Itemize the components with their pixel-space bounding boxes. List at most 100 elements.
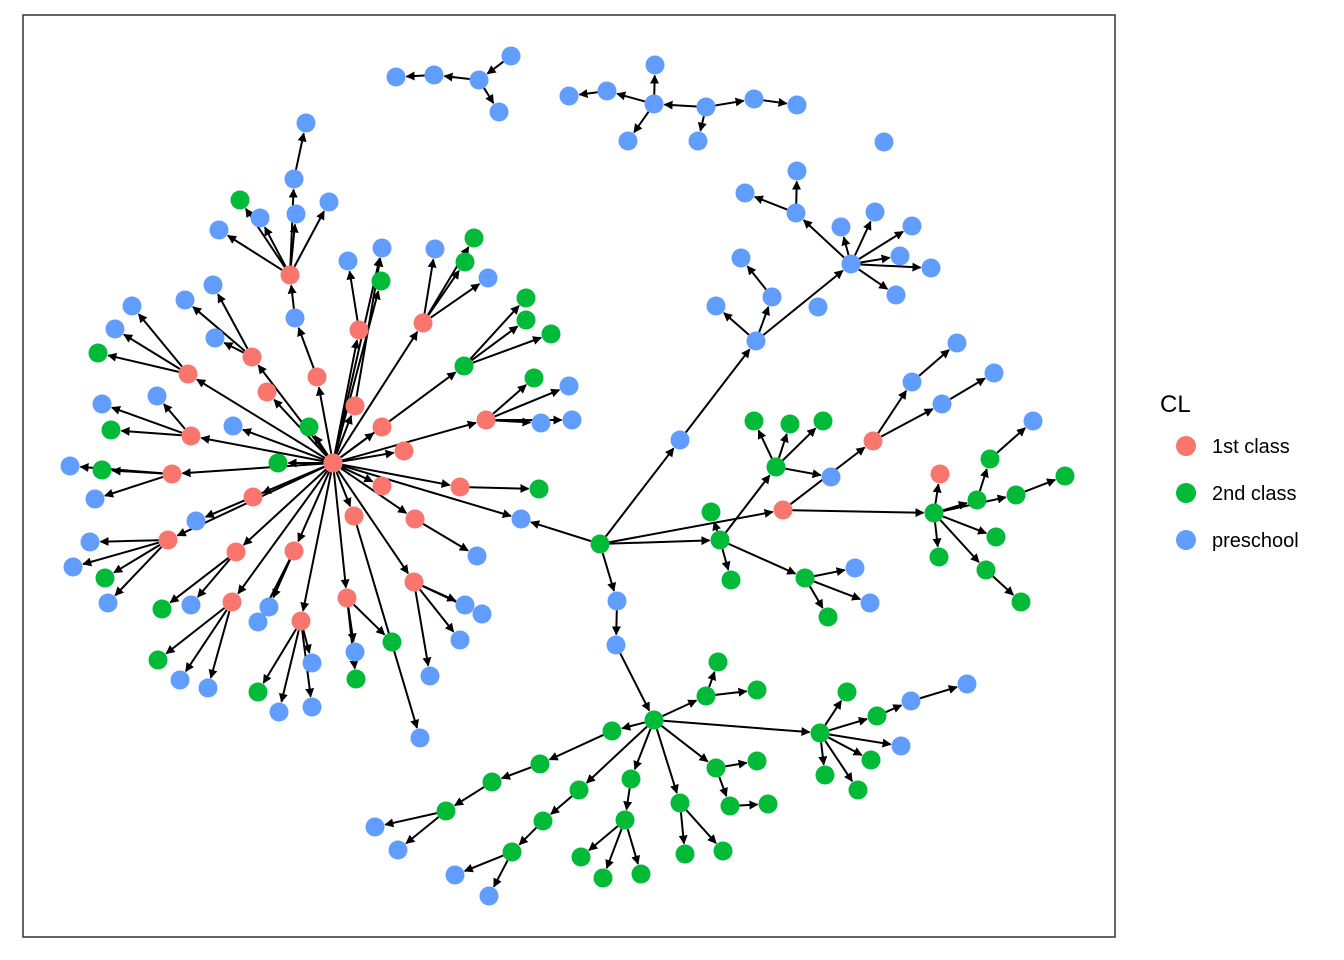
node-preschool — [319, 192, 339, 212]
node-second-class — [101, 420, 121, 440]
edge-arrow — [616, 91, 646, 103]
node-preschool — [501, 46, 521, 66]
node-first-class — [413, 313, 433, 333]
node-second-class — [861, 750, 881, 770]
node-first-class — [222, 592, 242, 612]
edge-arrow — [242, 428, 325, 461]
node-second-class — [482, 772, 502, 792]
edge-arrow — [684, 348, 751, 434]
edge-arrow — [718, 776, 728, 797]
node-second-class — [706, 758, 726, 778]
node-second-class — [631, 864, 651, 884]
edge-arrow — [204, 465, 325, 518]
edge-arrow — [518, 827, 537, 846]
node-preschool — [345, 642, 365, 662]
node-second-class — [621, 769, 641, 789]
edge-arrow — [785, 467, 822, 479]
node-preschool — [787, 161, 807, 181]
node-first-class — [158, 530, 178, 550]
edge-arrow — [454, 786, 485, 807]
edge-arrow — [660, 725, 709, 763]
node-second-class — [533, 811, 553, 831]
node-first-class — [372, 417, 392, 437]
edge-arrow — [548, 734, 604, 761]
edge-arrow — [808, 585, 824, 609]
node-second-class — [986, 527, 1006, 547]
node-second-class — [436, 801, 456, 821]
edge-arrow — [99, 537, 159, 547]
node-first-class — [291, 611, 311, 631]
node-preschool — [606, 635, 626, 655]
node-preschool — [105, 319, 125, 339]
edge-arrow — [739, 800, 759, 810]
edge-arrow — [978, 468, 989, 492]
edge-arrow — [223, 341, 245, 354]
node-preschool — [479, 886, 499, 906]
node-preschool — [559, 86, 579, 106]
node-second-class — [708, 652, 728, 672]
node-preschool — [338, 251, 358, 271]
node-second-class — [815, 765, 835, 785]
edge-arrow — [604, 447, 675, 538]
node-preschool — [296, 113, 316, 133]
edge-arrow — [932, 522, 942, 548]
node-preschool — [618, 131, 638, 151]
node-second-class — [744, 411, 764, 431]
edge-arrow — [697, 116, 707, 132]
node-preschool — [489, 102, 509, 122]
node-second-class — [848, 780, 868, 800]
edge-arrow — [384, 812, 437, 828]
edge-arrow — [419, 588, 455, 633]
node-preschool — [670, 430, 690, 450]
node-second-class — [248, 682, 268, 702]
legend-item-preschool: preschool — [1176, 530, 1299, 552]
edge-arrow — [208, 610, 231, 679]
node-first-class — [930, 464, 950, 484]
node-preschool — [122, 296, 142, 316]
node-preschool — [186, 511, 206, 531]
node-second-class — [766, 457, 786, 477]
node-preschool — [874, 132, 894, 152]
node-first-class — [394, 441, 414, 461]
node-second-class — [95, 568, 115, 588]
legend-label-preschool: preschool — [1212, 530, 1299, 552]
node-second-class — [675, 844, 695, 864]
node-preschool — [845, 558, 865, 578]
edge-arrow — [196, 378, 326, 459]
node-second-class — [867, 706, 887, 726]
node-second-class — [464, 228, 484, 248]
edge-arrow — [114, 546, 163, 597]
node-second-class — [710, 530, 730, 550]
edge-arrow — [814, 567, 846, 578]
node-second-class — [454, 356, 474, 376]
edge-arrow — [243, 468, 327, 546]
node-second-class — [758, 794, 778, 814]
edge-arrow — [663, 719, 811, 737]
edge-arrow — [792, 508, 925, 518]
node-preschool — [735, 183, 755, 203]
edge-arrow — [341, 420, 477, 462]
node-preschool — [731, 248, 751, 268]
node-first-class — [280, 265, 300, 285]
edge-arrow — [217, 293, 249, 350]
node-preschool — [223, 416, 243, 436]
node-preschool — [284, 169, 304, 189]
node-preschool — [932, 394, 952, 414]
node-preschool — [947, 333, 967, 353]
node-preschool — [562, 410, 582, 430]
node-second-class — [713, 841, 733, 861]
edge-arrow — [633, 111, 650, 134]
node-preschool — [645, 55, 665, 75]
node-preschool — [203, 275, 223, 295]
node-first-class — [284, 541, 304, 561]
edge-arrow — [829, 733, 892, 748]
node-preschool — [467, 546, 487, 566]
edge-arrow — [655, 728, 679, 794]
edge-arrow — [332, 472, 350, 589]
node-preschool — [831, 217, 851, 237]
node-preschool — [209, 220, 229, 240]
edge-arrow — [678, 812, 688, 845]
node-preschool — [821, 467, 841, 487]
edge-arrow — [885, 704, 903, 714]
